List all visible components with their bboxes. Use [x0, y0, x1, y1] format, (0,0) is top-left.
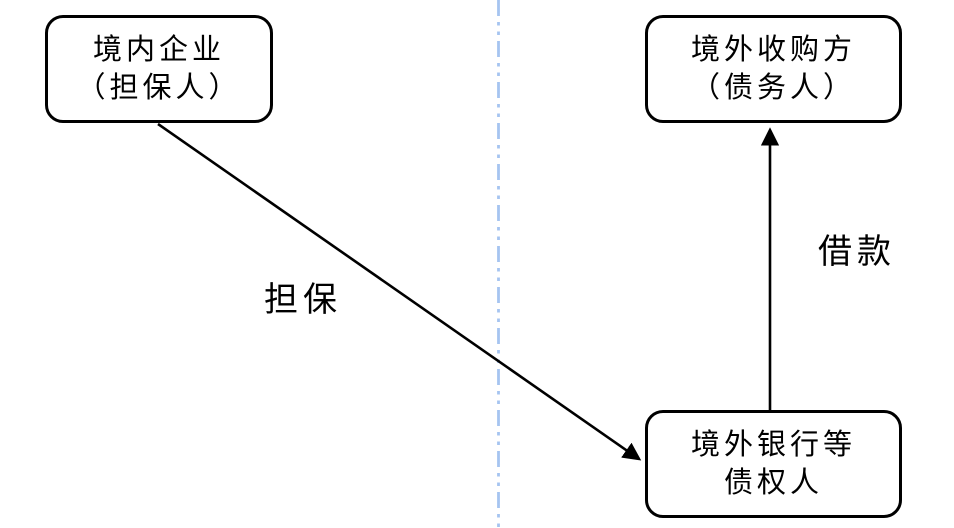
guarantee-edge-label: 担保	[264, 282, 342, 319]
node-label-line: 境外银行等	[690, 429, 856, 461]
node-label-line: 境内企业	[92, 34, 225, 66]
node-overseas-acquirer-debtor: 境外收购方 （债务人）	[645, 15, 902, 123]
node-label-line: （担保人）	[76, 72, 242, 104]
node-label-line: （债务人）	[690, 72, 856, 104]
node-overseas-banks-creditors: 境外银行等 债权人	[645, 410, 902, 518]
node-label-line: 境外收购方	[690, 34, 856, 66]
node-domestic-enterprise-guarantor: 境内企业 （担保人）	[45, 15, 273, 123]
guarantee-arrow	[157, 122, 642, 461]
loan-edge-label: 借款	[818, 234, 896, 271]
node-label-line: 债权人	[723, 467, 823, 499]
